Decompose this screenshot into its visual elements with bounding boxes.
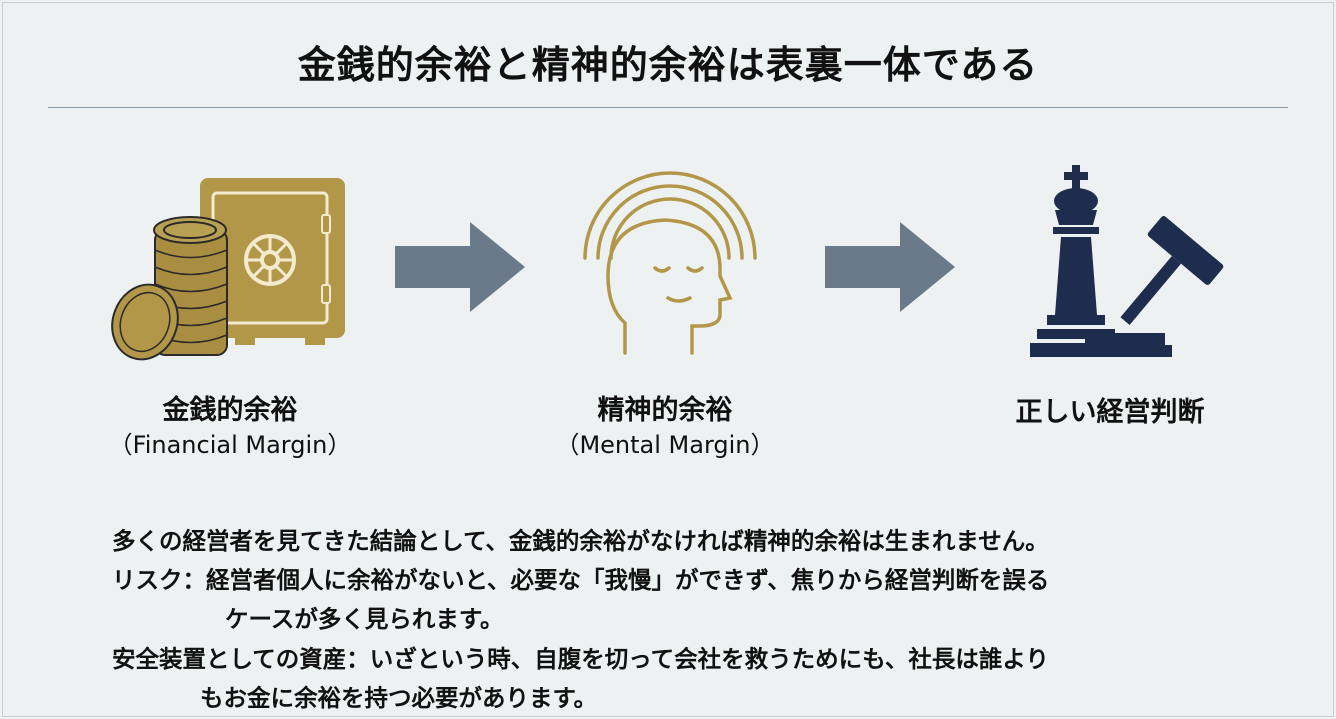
step-label-mental: 精神的余裕	[597, 395, 733, 426]
chess-king-gavel-icon	[1030, 165, 1224, 357]
calm-head-icon	[583, 171, 757, 355]
arrow-right-icon	[825, 222, 955, 312]
divider	[48, 107, 1288, 108]
step-sub-financial: （Financial Margin）	[108, 431, 352, 459]
arrow-right-icon	[395, 222, 525, 312]
body-conclusion: 多くの経営者を見てきた結論として、金銭的余裕がなければ精神的余裕は生まれません。	[112, 527, 1049, 555]
body-asset: 安全装置としての資産：いざという時、自腹を切って会社を救うためにも、社長は誰より	[112, 645, 1049, 673]
step-label-financial: 金銭的余裕	[162, 395, 298, 426]
step-label-decision: 正しい経営判断	[1015, 397, 1205, 428]
page-title: 金銭的余裕と精神的余裕は表裏一体である	[297, 43, 1039, 87]
body-asset-cont: もお金に余裕を持つ必要があります。	[200, 684, 598, 712]
step-sub-mental: （Mental Margin）	[555, 431, 775, 459]
body-risk: リスク：経営者個人に余裕がないと、必要な「我慢」ができず、焦りから経営判断を誤る	[112, 566, 1050, 594]
body-risk-cont: ケースが多く見られます。	[225, 605, 504, 633]
coins-safe-icon	[111, 178, 345, 361]
